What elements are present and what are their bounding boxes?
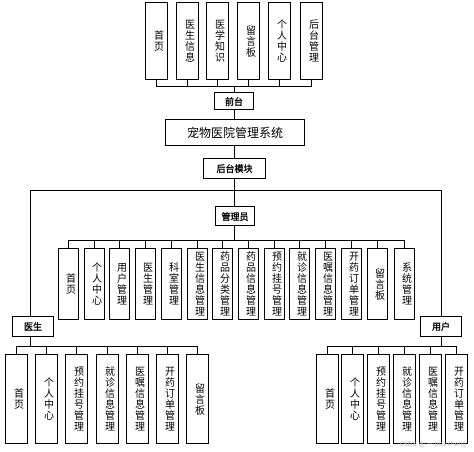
admin-module-department-management: 科室管理 [161, 248, 182, 320]
user-label: 用户 [420, 316, 462, 337]
front-label: 前台 [214, 92, 254, 110]
user-module-visit-info-management: 就诊信息管理 [393, 354, 416, 444]
front-module-message-board: 留言板 [237, 2, 260, 80]
admin-module-drug-order-management: 开药订单管理 [341, 248, 362, 320]
admin-module-drug-category-management: 药品分类管理 [212, 248, 233, 320]
admin-module-system-management: 系统管理 [394, 248, 415, 320]
admin-module-message-board: 留言板 [367, 248, 388, 320]
admin-module-visit-info-management: 就诊信息管理 [289, 248, 310, 320]
front-module-backend-management: 后台管理 [300, 2, 323, 80]
doctor-module-message-board: 留言板 [186, 354, 209, 444]
admin-module-doctor-management: 医生管理 [135, 248, 156, 320]
admin-module-user-management: 用户管理 [109, 248, 130, 320]
user-module-drug-order-management: 开药订单管理 [445, 354, 468, 444]
system-name: 宠物医院管理系统 [165, 119, 305, 146]
doctor-module-drug-order-management: 开药订单管理 [156, 354, 179, 444]
front-module-home: 首页 [145, 2, 168, 80]
admin-module-doctor-info-management: 医生信息管理 [187, 248, 208, 320]
admin-module-prescription-info-management: 医嘱信息管理 [315, 248, 336, 320]
user-module-home: 首页 [316, 354, 339, 444]
watermark: CSDN @ 一 biancheng [399, 441, 466, 448]
user-module-appointment-management: 预约挂号管理 [367, 354, 390, 444]
user-module-personal-center: 个人中心 [341, 354, 364, 444]
front-module-doctor-info: 医生信息 [176, 2, 199, 80]
doctor-module-personal-center: 个人中心 [35, 354, 58, 444]
doctor-module-home: 首页 [5, 354, 28, 444]
admin-module-drug-info-management: 药品信息管理 [238, 248, 259, 320]
admin-module-appointment-management: 预约挂号管理 [264, 248, 285, 320]
backend-label: 后台模块 [203, 158, 266, 179]
admin-module-home: 首页 [58, 248, 79, 320]
doctor-module-appointment-management: 预约挂号管理 [65, 354, 88, 444]
admin-label: 管理员 [215, 206, 255, 226]
front-module-personal-center: 个人中心 [268, 2, 291, 80]
doctor-label: 医生 [12, 316, 54, 337]
user-module-prescription-info-management: 医嘱信息管理 [419, 354, 442, 444]
admin-module-personal-center: 个人中心 [84, 248, 105, 320]
doctor-module-visit-info-management: 就诊信息管理 [96, 354, 119, 444]
doctor-module-prescription-info-management: 医嘱信息管理 [126, 354, 149, 444]
front-module-medical-knowledge: 医学知识 [206, 2, 229, 80]
